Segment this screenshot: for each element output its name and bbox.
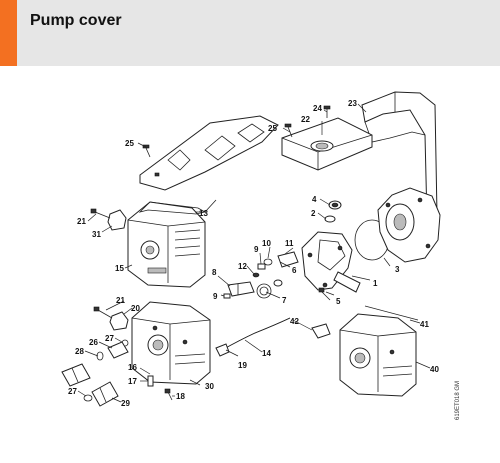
callout-40: 40 <box>430 365 439 374</box>
callout-7: 7 <box>282 296 287 305</box>
part-outlet-nozzle <box>61 363 91 387</box>
part-21-screw-upper <box>90 208 111 219</box>
part-40-lower-cover-right <box>339 313 417 397</box>
callout-22: 22 <box>301 115 310 124</box>
callout-12: 12 <box>238 262 247 271</box>
part-24-screw <box>323 105 331 118</box>
callout-16: 16 <box>128 363 137 372</box>
part-15-front-cover <box>127 201 206 288</box>
callout-9-lower: 9 <box>213 292 218 301</box>
part-25-screw-left <box>142 144 151 158</box>
callout-5: 5 <box>336 297 341 306</box>
callout-1: 1 <box>373 279 378 288</box>
part-9-plug <box>257 263 266 270</box>
part-8-connector <box>227 281 255 297</box>
part-31-knob <box>107 209 127 231</box>
callout-25-left: 25 <box>125 139 134 148</box>
callout-14: 14 <box>262 349 271 358</box>
callout-15: 15 <box>115 264 124 273</box>
callout-31: 31 <box>92 230 101 239</box>
part-26-coupling <box>107 341 129 359</box>
callout-17: 17 <box>128 377 137 386</box>
part-21-screw-lower <box>93 306 113 319</box>
part-9-plug-lower <box>223 293 231 299</box>
part-1-pump-head <box>301 231 361 293</box>
callout-10: 10 <box>262 239 271 248</box>
callout-4: 4 <box>312 195 317 204</box>
part-20-knob <box>109 311 129 331</box>
part-12-nut <box>252 272 260 278</box>
part-27-oring-lower <box>83 394 93 402</box>
part-upper-shroud <box>139 115 279 191</box>
callout-3: 3 <box>395 265 400 274</box>
callout-29: 29 <box>121 399 130 408</box>
callout-9-upper: 9 <box>254 245 259 254</box>
callout-6: 6 <box>292 266 297 275</box>
callout-11: 11 <box>285 239 294 248</box>
callout-26: 26 <box>89 338 98 347</box>
callouts: 25 25 24 23 22 13 21 31 15 4 2 3 1 5 6 7… <box>68 99 461 420</box>
callout-2: 2 <box>311 209 316 218</box>
callout-27-lower: 27 <box>68 387 77 396</box>
part-29-quick-coupler <box>91 381 119 407</box>
drawing-code: 619ET018 GM <box>455 381 461 420</box>
callout-19: 19 <box>238 361 247 370</box>
callout-13: 13 <box>199 209 208 218</box>
part-41-rod <box>364 305 419 321</box>
part-42-nozzle <box>311 323 331 339</box>
callout-23: 23 <box>348 99 357 108</box>
part-18-screw <box>164 388 173 401</box>
part-3-pump-housing <box>354 187 441 263</box>
callout-18: 18 <box>176 392 185 401</box>
page-title: Pump cover <box>30 12 122 29</box>
part-25-screw-right <box>284 123 293 138</box>
callout-42: 42 <box>290 317 299 326</box>
callout-41: 41 <box>420 320 429 329</box>
part-14-hose <box>215 317 291 357</box>
part-7-ring <box>256 283 272 299</box>
callout-28: 28 <box>75 347 84 356</box>
part-11-fitting <box>277 251 299 268</box>
callout-21-lower: 21 <box>116 296 125 305</box>
leader-lines <box>77 103 431 403</box>
part-28-washer <box>96 351 104 361</box>
callout-27-upper: 27 <box>105 334 114 343</box>
part-4-cap <box>328 200 342 210</box>
accent-bar <box>0 0 17 66</box>
callout-21-upper: 21 <box>77 217 86 226</box>
part-10-oring <box>263 258 273 266</box>
exploded-parts-diagram: 25 25 24 23 22 13 21 31 15 4 2 3 1 5 6 7… <box>61 91 461 420</box>
part-6-washer <box>273 279 283 287</box>
part-5-screw <box>318 287 331 301</box>
callout-30: 30 <box>205 382 214 391</box>
part-22-top-plate <box>281 117 373 171</box>
part-30-lower-cover-left <box>131 301 211 385</box>
header-band <box>0 0 500 66</box>
part-17-pin <box>147 375 154 387</box>
part-2-washer <box>324 215 336 223</box>
callout-8: 8 <box>212 268 217 277</box>
callout-20: 20 <box>131 304 140 313</box>
callout-25-right: 25 <box>268 124 277 133</box>
callout-24: 24 <box>313 104 322 113</box>
